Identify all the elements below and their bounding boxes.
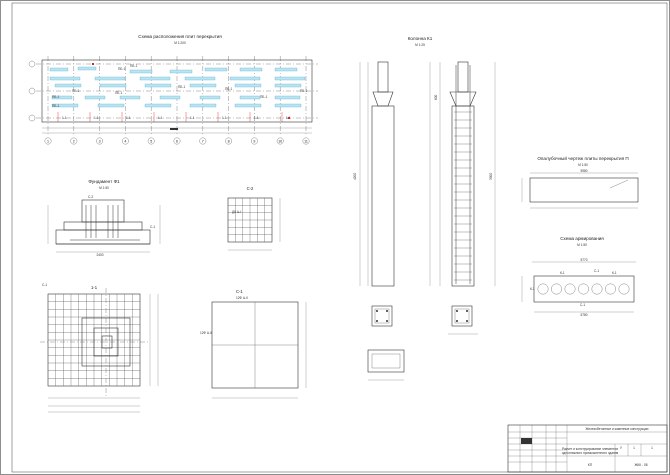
axis-number: 6 bbox=[176, 139, 178, 143]
axis-number: 4 bbox=[124, 139, 126, 143]
mesh-mark: С-1 bbox=[594, 269, 599, 273]
slab-formwork-title: Опалубочный чертеж плиты перекрытия П bbox=[537, 155, 628, 161]
slab-label: ПБ-1 bbox=[300, 89, 307, 93]
section-label: С-1 bbox=[150, 225, 155, 229]
plan-title: Схема расположения плит перекрытия bbox=[138, 34, 222, 39]
section-mark: 1-1 bbox=[94, 116, 99, 120]
rebar-mark: К-1 bbox=[560, 271, 565, 275]
section-title: 1-1 bbox=[91, 285, 98, 290]
dim: 4200 bbox=[353, 173, 357, 180]
inner-frame bbox=[11, 2, 668, 473]
slab-len: 5980 bbox=[580, 169, 587, 173]
axis-bubble bbox=[251, 137, 258, 145]
foundation-title: Фундамент Ф1 bbox=[88, 179, 120, 184]
slab-label: ПБ-1 bbox=[115, 91, 122, 95]
stamp-line: Железобетонные и каменные конструкции bbox=[586, 427, 649, 431]
section-mark: 1-1 bbox=[190, 116, 195, 120]
axis-bubble bbox=[276, 137, 284, 145]
axis-bubble bbox=[44, 137, 52, 145]
slab-void bbox=[564, 283, 576, 295]
slab-label: ПБ-1 bbox=[178, 85, 185, 89]
axis-number: 10 bbox=[278, 139, 282, 143]
axis-number: 7 bbox=[202, 139, 204, 143]
stamp-stage: У bbox=[620, 446, 623, 450]
axis-number: 11 bbox=[304, 139, 308, 143]
rebar-mark: 12Ф А-II bbox=[200, 331, 212, 335]
column-scale: М 1:25 bbox=[415, 43, 425, 47]
slab-label: ПБ-1 bbox=[72, 89, 79, 93]
dim: 3300 bbox=[489, 173, 493, 180]
axis-bubble bbox=[302, 137, 310, 145]
slab-void bbox=[578, 283, 589, 295]
title-block: Железобетонные и каменные конструкции Ра… bbox=[507, 424, 668, 473]
axis-number: 5 bbox=[150, 139, 152, 143]
section-mark: 1-1 bbox=[222, 116, 227, 120]
slab-void bbox=[605, 283, 616, 295]
axis-number: 9 bbox=[253, 139, 255, 143]
slab-void bbox=[591, 283, 603, 295]
section-label: С-2 bbox=[88, 195, 93, 199]
column-title: Колонна К1 bbox=[408, 36, 433, 41]
mesh-mark: С-1 bbox=[580, 303, 585, 307]
foundation-drawing: Фундамент Ф1 М 1:50 2400 С-2 С-1 1-1 С-1 bbox=[40, 179, 307, 413]
slab-label: ПБ-1 bbox=[118, 67, 125, 71]
slab-void bbox=[618, 283, 630, 295]
rebar-mark: Д8 А-I bbox=[232, 210, 241, 214]
slab-label: ПБ-1 bbox=[130, 64, 137, 68]
axis-bubble bbox=[147, 137, 155, 145]
stamp-code: ЖКК - 08 bbox=[634, 463, 647, 467]
axis-bubble bbox=[96, 137, 103, 145]
stamp-line: одноэтажного промышленного здания bbox=[562, 451, 619, 455]
section-mark: 1-1 bbox=[62, 116, 67, 120]
foundation-dim: 2400 bbox=[96, 253, 103, 257]
section-mark: 1-1 bbox=[158, 116, 163, 120]
slab-formwork: Опалубочный чертеж плиты перекрытия П М … bbox=[521, 155, 639, 209]
dim: 600 bbox=[434, 94, 438, 100]
slab-rebar-scheme: Схема армирования М 1:50 5770 К-1 К-1 К-… bbox=[521, 236, 636, 317]
section-mark: 1-1 bbox=[126, 116, 131, 120]
axis-bubble bbox=[70, 137, 78, 145]
stamp-line: КП bbox=[588, 463, 593, 467]
slab-label: ПБ-1 bbox=[52, 104, 59, 108]
rebar-mark: К-1 bbox=[530, 287, 535, 291]
plan-scale: М 1:200 bbox=[174, 41, 186, 45]
axis-number: 8 bbox=[228, 139, 230, 143]
slab-rebar-title: Схема армирования bbox=[560, 236, 604, 241]
axis-bubble bbox=[122, 137, 129, 145]
slab-label: ПБ-1 bbox=[225, 87, 232, 91]
slab-label: ПБ-1 bbox=[260, 95, 267, 99]
slab-rebar-scale: М 1:50 bbox=[577, 243, 587, 247]
stamp-line: Расчет и конструирование элементов bbox=[562, 447, 618, 451]
rebar-mark: 12Ф А-II bbox=[236, 296, 248, 300]
mesh-title: С-1 bbox=[236, 289, 243, 294]
slab-rebar-len: 5770 bbox=[580, 258, 587, 262]
slab-void bbox=[537, 283, 549, 295]
slab-rebar-len2: 5780 bbox=[580, 313, 587, 317]
axis-bubble bbox=[199, 137, 207, 145]
slab-layout-plan: Схема расположения плит перекрытия М 1:2… bbox=[28, 34, 318, 145]
axis-number: 1 bbox=[47, 139, 49, 143]
axis-number: 3 bbox=[99, 139, 101, 143]
stamp-sheets: 1 bbox=[651, 446, 653, 450]
mesh-label: С-1 bbox=[42, 283, 47, 287]
axis-bubble bbox=[225, 137, 232, 145]
slab-formwork-scale: М 1:50 bbox=[578, 163, 588, 167]
stamp-sheet: 1 bbox=[633, 446, 635, 450]
column-drawing: Колонна К1 М 1:25 4200 3300 600 bbox=[353, 36, 496, 381]
rebar-mark: К-1 bbox=[612, 271, 617, 275]
slab-void bbox=[551, 283, 562, 295]
axis-number: 2 bbox=[73, 139, 75, 143]
foundation-scale: М 1:50 bbox=[99, 186, 109, 190]
axis-bubble bbox=[173, 137, 181, 145]
slab-label: ПБ-1 bbox=[52, 95, 59, 99]
section-mark: 1-1 bbox=[254, 116, 259, 120]
mesh-title: С-2 bbox=[247, 186, 254, 191]
